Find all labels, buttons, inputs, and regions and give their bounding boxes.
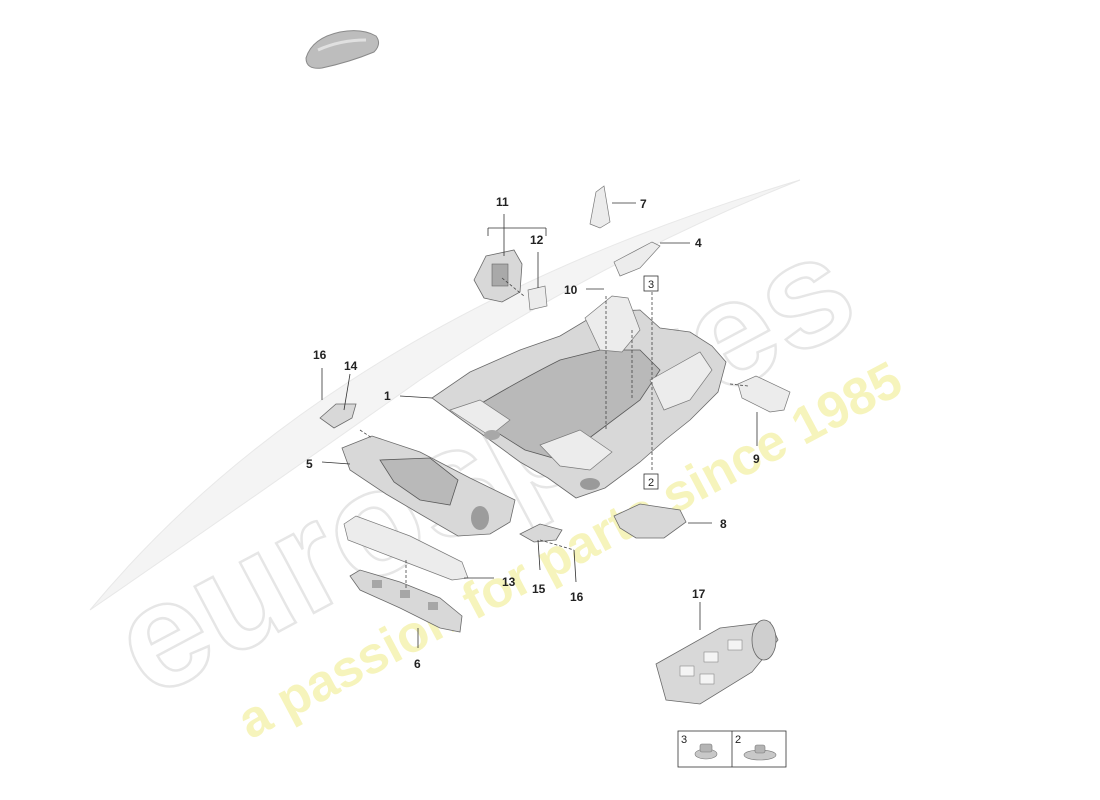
floor-carpet-part [431,295,727,499]
callout-4: 4 [695,236,702,250]
callout-7: 7 [640,197,647,211]
clip-piece-part [319,403,357,429]
box-reference-2: 2 [643,473,659,490]
box-reference-3: 3 [643,275,659,292]
rear-panel-part [737,375,791,413]
mesh-cylinder-part [655,619,779,705]
trim-bracket-part [349,569,463,633]
svg-text:3: 3 [648,279,654,291]
fastener-legend: 3 2 [677,730,787,768]
callout-13: 13 [502,575,516,589]
fastener-nut-icon [694,743,718,760]
callout-14: 14 [344,359,358,373]
legend-item-2: 2 [735,734,741,746]
side-panel-part [473,249,523,303]
callout-12: 12 [530,233,544,247]
tunnel-carpet-part [341,435,516,537]
insulation-pad-part [613,241,661,277]
callout-6: 6 [414,657,421,671]
callout-15: 15 [532,582,546,596]
legend-item-3: 3 [681,734,687,746]
callout-9: 9 [753,452,760,466]
small-cover-part [519,523,563,543]
strip-part [589,185,611,229]
callout-10: 10 [564,283,578,297]
callout-17: 17 [692,587,706,601]
heat-shield-part [613,503,687,539]
callout-11: 11 [496,195,509,209]
callout-labels: 1 5 6 7 4 8 9 10 11 12 13 14 16 15 16 17 [306,195,760,671]
fastener-clip-icon [743,744,777,761]
callout-16-bottom: 16 [570,590,584,604]
leader-lines [321,202,758,648]
small-pad-part [527,285,548,311]
callout-16-top: 16 [313,348,327,362]
callout-1: 1 [384,389,391,403]
dashed-lines [359,277,749,590]
car-silhouette-icon [305,30,380,69]
callout-5: 5 [306,457,313,471]
callout-8: 8 [720,517,727,531]
svg-text:2: 2 [648,477,654,489]
